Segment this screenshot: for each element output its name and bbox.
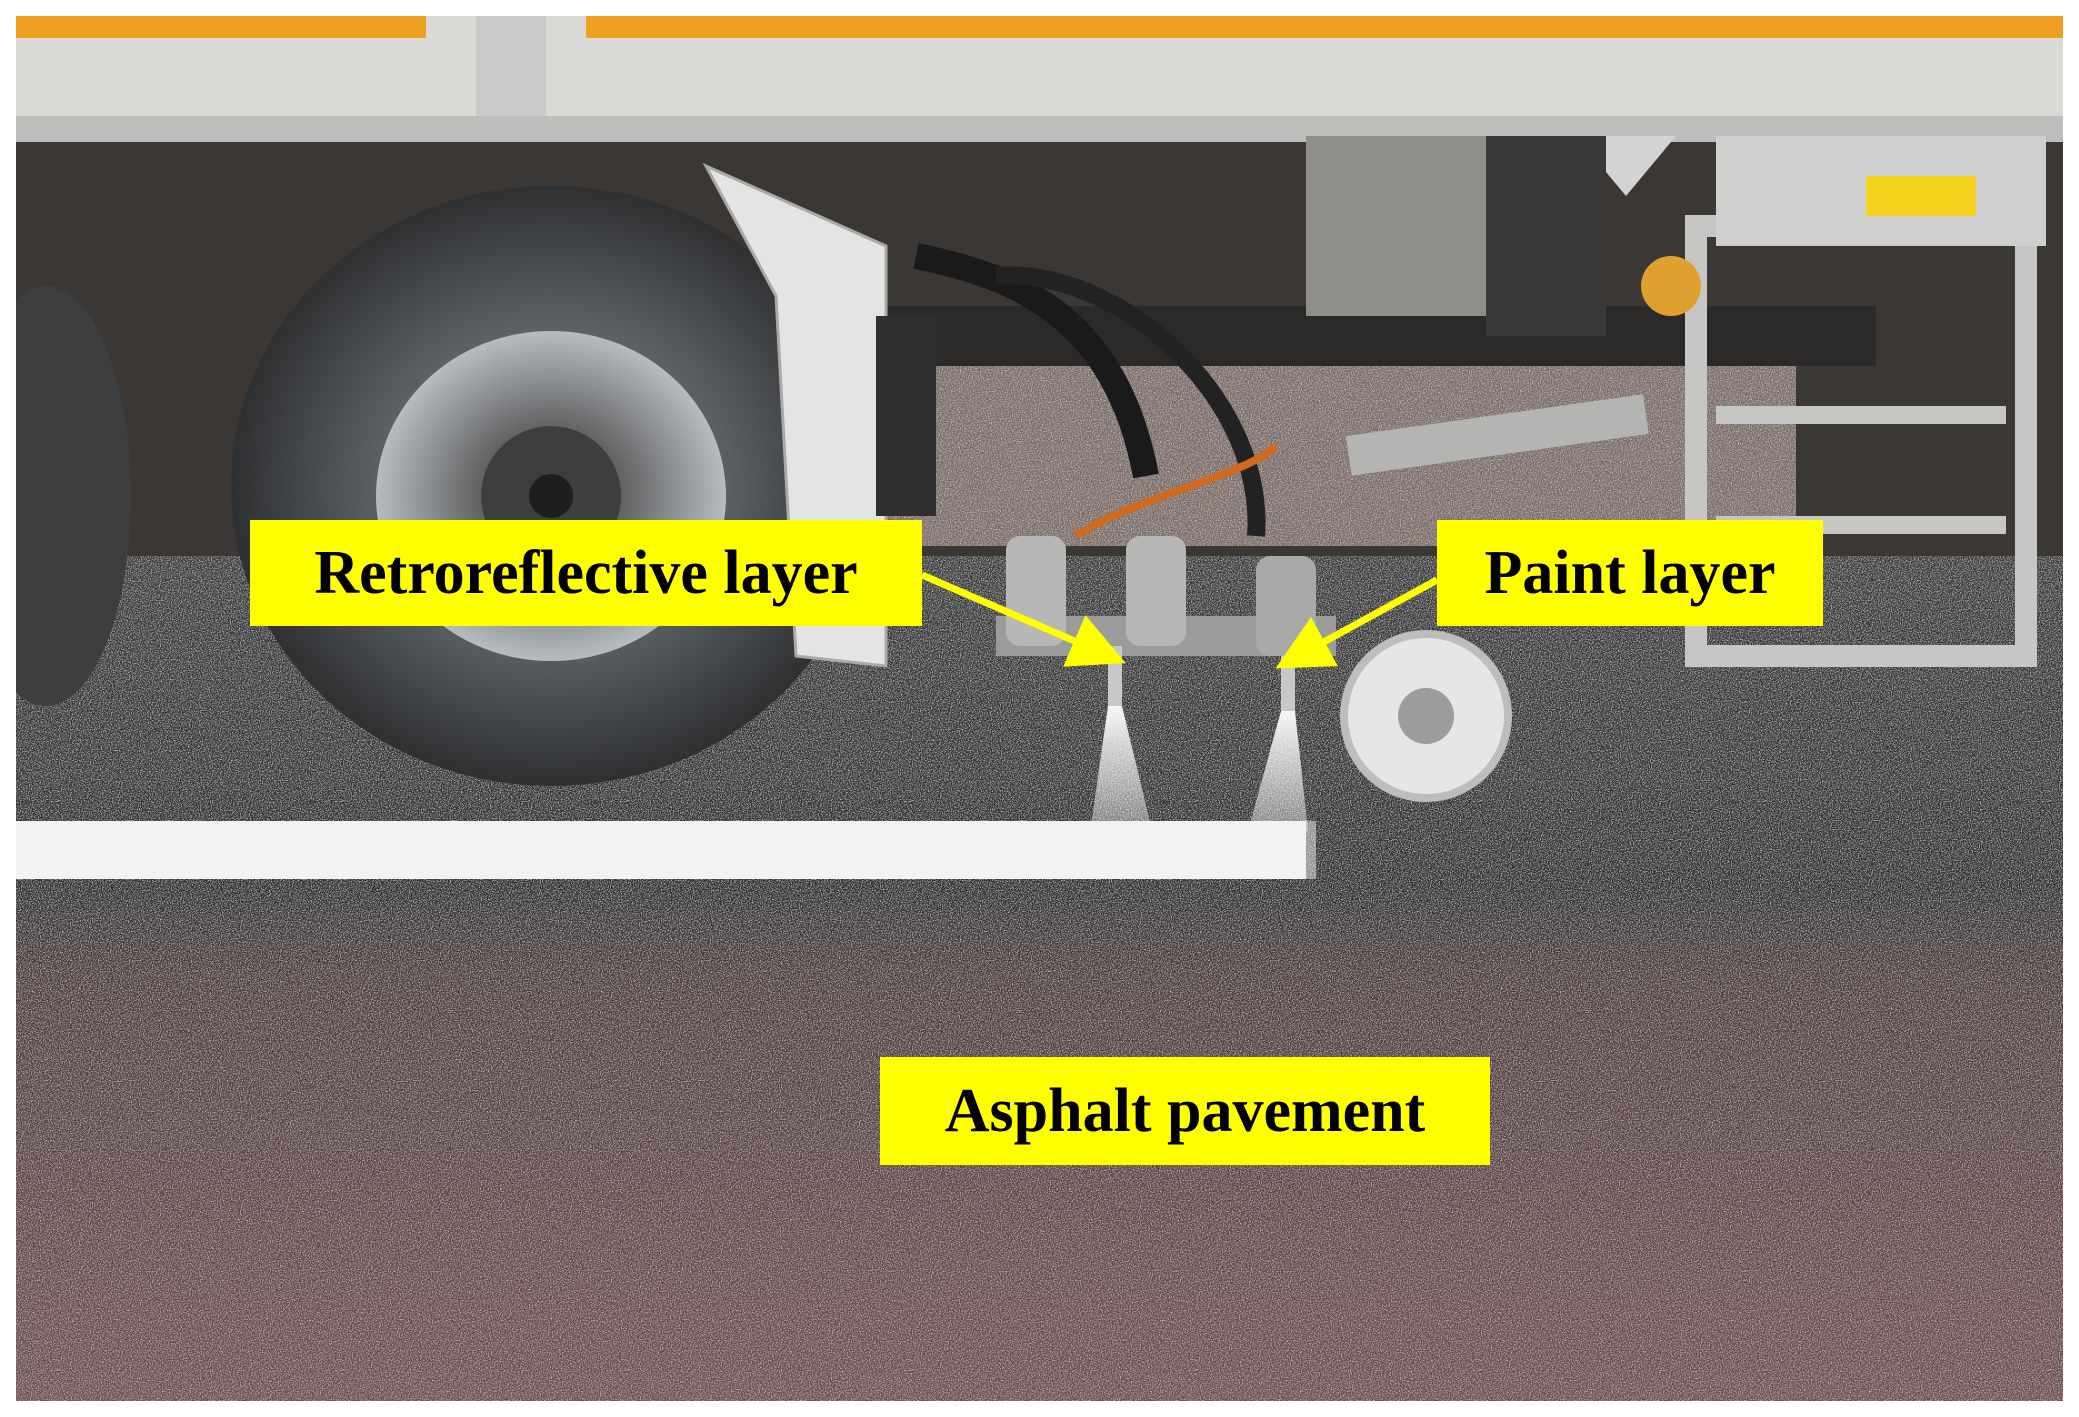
label-asphalt-pavement: Asphalt pavement xyxy=(880,1057,1490,1165)
chassis-box xyxy=(1306,136,1486,316)
warning-sticker xyxy=(1866,176,1976,216)
guide-wheel-hub xyxy=(1398,688,1454,744)
truck-stripe-2 xyxy=(586,16,2063,38)
spray-gun-3 xyxy=(1256,556,1316,656)
spray-paint xyxy=(1248,711,1308,831)
hose-orange xyxy=(1073,443,1279,540)
spray-gun-2 xyxy=(1126,536,1186,646)
label-paint-layer: Paint layer xyxy=(1437,520,1823,626)
spray-retroreflective xyxy=(1091,706,1151,826)
hose-2 xyxy=(995,266,1266,537)
label-retroreflective-layer: Retroreflective layer xyxy=(250,520,922,626)
lamp xyxy=(1641,256,1701,316)
photo xyxy=(16,16,2063,1401)
nozzle-2 xyxy=(1281,656,1295,711)
support-arm xyxy=(1346,394,1649,476)
support-frame-rung xyxy=(1716,406,2006,424)
hose xyxy=(913,243,1159,479)
mud-flap-bracket xyxy=(876,316,936,516)
nozzle-1 xyxy=(1108,646,1122,706)
truck-stripe xyxy=(16,16,426,38)
rear-wheel xyxy=(16,286,131,706)
spray-gun-1 xyxy=(1006,536,1066,646)
chassis-box-2 xyxy=(1486,136,1606,336)
hub-center xyxy=(529,474,573,518)
road-marking xyxy=(16,821,1306,879)
road-marking-fade xyxy=(1246,821,1316,879)
